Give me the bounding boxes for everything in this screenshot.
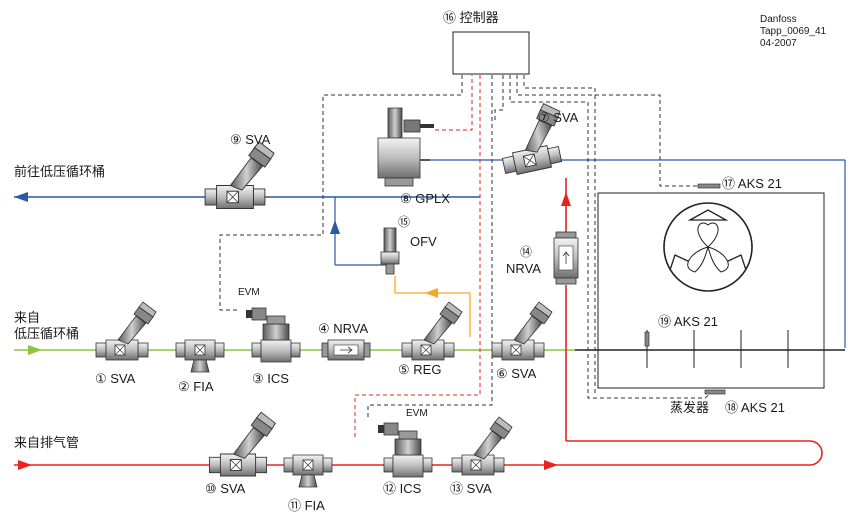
aks17-label: ⑰ AKS 21 bbox=[722, 176, 782, 191]
evm-top-label: EVM bbox=[238, 287, 260, 298]
ofv-number: ⑮ bbox=[398, 215, 410, 229]
orange-pilot-line bbox=[394, 276, 471, 337]
aks21-sensor-17 bbox=[697, 183, 721, 189]
ics-valve-3 bbox=[245, 307, 301, 363]
controller-label: ⑯ 控制器 bbox=[443, 10, 499, 25]
svaValve-10-label: ⑩ SVA bbox=[205, 481, 246, 496]
evm-bottom-label: EVM bbox=[406, 408, 428, 419]
aks21-sensor-18 bbox=[704, 389, 726, 395]
fia-valve-2 bbox=[175, 339, 225, 373]
from-discharge-label: 来自排气管 bbox=[14, 435, 79, 450]
brand-name: Danfoss bbox=[760, 14, 797, 25]
svaValve-13-label: ⑬ SVA bbox=[450, 481, 492, 496]
ofv-valve-15 bbox=[380, 227, 400, 275]
controller-box bbox=[452, 31, 530, 75]
svaValve-6 bbox=[491, 301, 553, 361]
svaValve-6-label: ⑥ SVA bbox=[496, 366, 537, 381]
fia-valve-11 bbox=[283, 454, 333, 488]
fia-valve-11-label: ⑪ FIA bbox=[288, 498, 325, 513]
red-dashed-gplx bbox=[435, 75, 473, 131]
svaValve-13 bbox=[451, 416, 513, 476]
nrva14-number: ⑭ bbox=[520, 245, 532, 259]
ofv-label: OFV bbox=[410, 234, 437, 249]
from-low-pressure-label-2: 低压循环桶 bbox=[14, 326, 79, 341]
nrva4-label: ④ NRVA bbox=[318, 321, 369, 336]
ics-valve-12 bbox=[377, 422, 433, 478]
ics-valve-3-label: ③ ICS bbox=[252, 371, 289, 386]
aks18-label: ⑱ AKS 21 bbox=[725, 400, 785, 415]
gplx-label: ⑧ GPLX bbox=[400, 191, 450, 206]
to-low-pressure-label: 前往低压循环桶 bbox=[14, 164, 105, 179]
svaValve-1-label: ① SVA bbox=[95, 371, 136, 386]
control-signal-lines bbox=[219, 75, 713, 420]
svaValve-9 bbox=[204, 141, 275, 209]
from-low-pressure-label-1: 来自 bbox=[14, 310, 40, 325]
fia-valve-2-label: ② FIA bbox=[178, 379, 214, 394]
svaValve-7-label: ⑦ SVA bbox=[538, 110, 579, 125]
gplx-valve-8 bbox=[377, 107, 434, 187]
svaValve-9-label: ⑨ SVA bbox=[230, 132, 271, 147]
nrva-valve-4 bbox=[321, 339, 371, 361]
svaValve-1 bbox=[95, 301, 157, 361]
evaporator bbox=[597, 192, 825, 389]
aks21-sensor-19 bbox=[644, 331, 650, 347]
brand-date: 04-2007 bbox=[760, 38, 797, 49]
nrva-valve-14 bbox=[553, 231, 579, 285]
evaporator-label: 蒸发器 bbox=[670, 400, 709, 415]
brand-doc-id: Tapp_0069_41 bbox=[760, 26, 827, 37]
reg-valve-5 bbox=[401, 301, 463, 361]
aks19-label: ⑲ AKS 21 bbox=[658, 314, 718, 329]
ics-valve-12-label: ⑫ ICS bbox=[383, 481, 422, 496]
reg-valve-5-label: ⑤ REG bbox=[398, 362, 441, 377]
nrva14-label: NRVA bbox=[506, 261, 541, 276]
svaValve-10 bbox=[208, 411, 276, 477]
